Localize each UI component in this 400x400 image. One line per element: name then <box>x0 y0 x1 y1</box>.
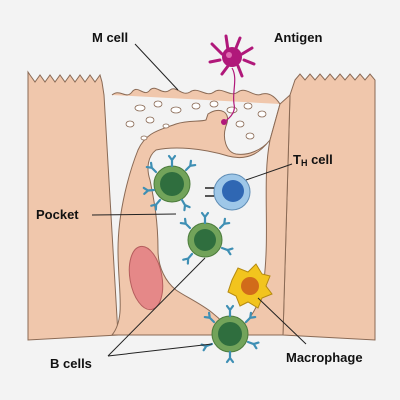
b-cell-2 <box>179 211 234 265</box>
label-antigen: Antigen <box>274 30 322 45</box>
label-th-suffix: cell <box>307 152 332 167</box>
t-helper-cell <box>205 173 251 211</box>
macrophage-cell <box>227 263 273 309</box>
red-blood-cell <box>128 245 164 311</box>
right-epithelial-cell <box>282 73 376 341</box>
label-th-sub: H <box>301 158 308 168</box>
b-cell-1 <box>142 154 197 212</box>
label-m-cell: M cell <box>92 30 128 45</box>
label-b-cells: B cells <box>50 356 92 371</box>
leader-lines <box>91 43 307 357</box>
left-epithelial-cell <box>27 70 119 341</box>
label-th-main: T <box>293 152 301 167</box>
label-pocket: Pocket <box>36 207 79 222</box>
antigen-particle <box>208 34 256 125</box>
label-th-cell: TH cell <box>293 152 333 168</box>
b-cell-3 <box>200 304 260 364</box>
label-macrophage: Macrophage <box>286 350 363 365</box>
